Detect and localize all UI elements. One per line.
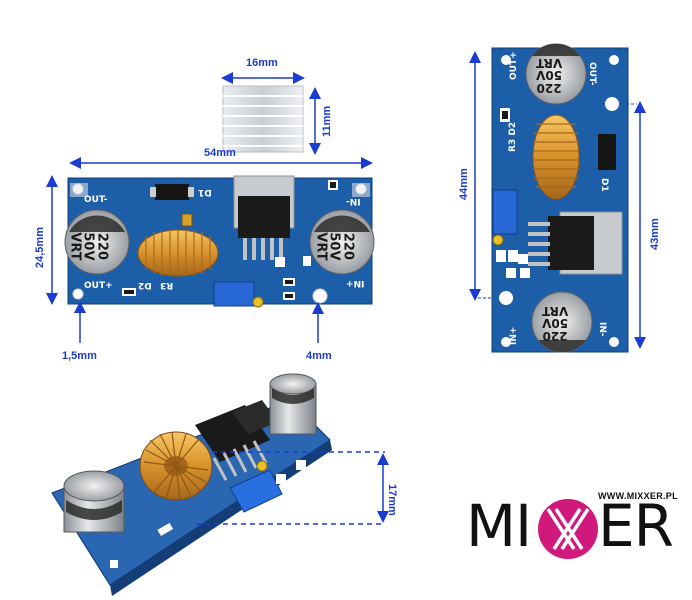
label-d1: D1 (198, 187, 212, 197)
label-in-minus: IN- (346, 196, 361, 206)
brand-word-left: MI (466, 492, 532, 560)
cap-right-marking: 220 50V VRT (313, 232, 356, 261)
v-label-out-minus: OUT- (587, 62, 597, 86)
v-label-out-plus: OUT+ (509, 51, 519, 80)
heatsink (222, 85, 304, 153)
hole-diameter-label: 1,5mm (62, 350, 97, 362)
v-label-r3-d2: R3 D2 (508, 121, 518, 152)
hole-offset-label: 4mm (306, 350, 332, 362)
brand-url: WWW.MIXXER.PL (598, 491, 678, 501)
brand-word-right: ER (598, 492, 674, 560)
label-d2: D2 (138, 280, 152, 290)
brand-x-mark (538, 499, 598, 559)
cap-vbottom-marking: 220 50V VRT (542, 303, 569, 343)
label-r3: R3 (160, 280, 174, 290)
heatsink-height-label: 11mm (321, 105, 333, 137)
v-label-in-plus: IN+ (509, 326, 519, 345)
label-out-plus: OUT+ (84, 281, 113, 291)
heatsink-width-label: 16mm (246, 57, 278, 69)
board-height-label: 17mm (386, 484, 398, 516)
label-in-plus: IN+ (346, 278, 365, 288)
vertical-43-label: 43mm (649, 218, 661, 250)
board-width-label: 24,5mm (34, 227, 46, 268)
pcb-top-view (64, 175, 375, 308)
pcb-vertical-view (491, 43, 629, 353)
cap-vtop-marking: 220 50V VRT (536, 55, 563, 95)
v-label-d1: D1 (599, 178, 609, 192)
v-label-in-minus: IN- (597, 322, 607, 337)
pcb-angled-view (51, 373, 332, 596)
cap-left-marking: 220 50V VRT (67, 232, 110, 261)
label-out-minus: OUT- (84, 195, 108, 205)
vertical-44-label: 44mm (458, 168, 470, 200)
board-length-label: 54mm (204, 147, 236, 159)
